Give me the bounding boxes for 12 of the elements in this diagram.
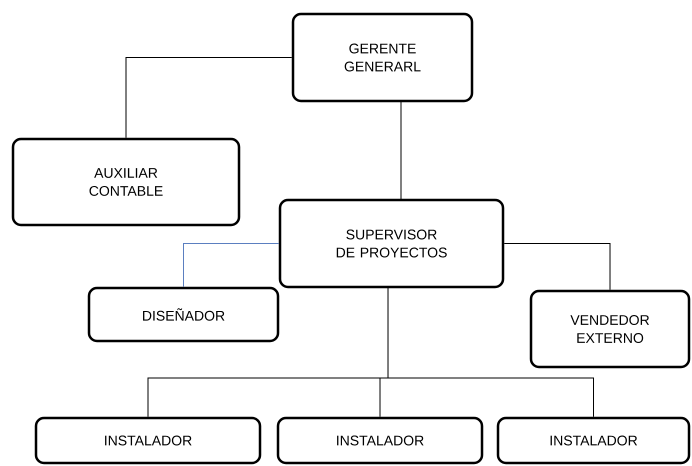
- org-box: INSTALADOR: [34, 416, 262, 464]
- org-box: INSTALADOR: [276, 416, 484, 464]
- connector-line: [126, 57, 292, 138]
- org-box: AUXILIAR CONTABLE: [12, 138, 240, 226]
- org-box: VENDEDOR EXTERNO: [530, 290, 690, 368]
- org-box: DISEÑADOR: [88, 286, 280, 342]
- connector-line: [504, 243, 610, 290]
- org-box: GERENTE GENERARL: [292, 12, 474, 102]
- connector-line: [183, 243, 280, 288]
- org-box: INSTALADOR: [496, 416, 690, 464]
- org-box: SUPERVISOR DE PROYECTOS: [278, 198, 504, 288]
- connector-line: [400, 100, 402, 200]
